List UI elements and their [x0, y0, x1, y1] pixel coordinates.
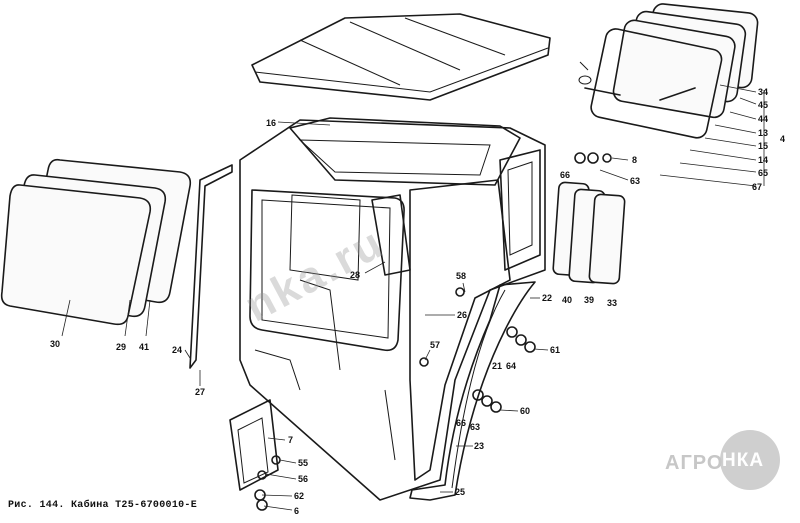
- callout-label: 62: [294, 491, 304, 501]
- door-rubber-seal: [409, 281, 536, 501]
- rear-window-assembly: [578, 3, 759, 139]
- callout-label: 22: [542, 293, 552, 303]
- callout-label: 4: [780, 134, 785, 144]
- callout-label: 33: [607, 298, 617, 308]
- callout-label: 64: [506, 361, 516, 371]
- door-seal-strip: [189, 164, 233, 369]
- callout-label: 30: [50, 339, 60, 349]
- left-door-window: [0, 158, 192, 326]
- callout-label: 15: [758, 141, 768, 151]
- callout-label: 55: [298, 458, 308, 468]
- callout-label: 14: [758, 155, 768, 165]
- roof-panel: [251, 13, 551, 101]
- callout-label: 13: [758, 128, 768, 138]
- callout-label: 63: [630, 176, 640, 186]
- figure-caption: Рис. 144. Кабина Т25-6700010-Е: [8, 500, 198, 511]
- callout-label: 57: [430, 340, 440, 350]
- callout-label: 66: [560, 170, 570, 180]
- callout-label: 45: [758, 100, 768, 110]
- callout-label: 25: [455, 487, 465, 497]
- callout-label: 21: [492, 361, 502, 371]
- leader-lines: [61, 84, 765, 511]
- callout-label: 63: [470, 422, 480, 432]
- callout-label: 28: [350, 270, 360, 280]
- callout-label: 40: [562, 295, 572, 305]
- lower-rear-panel: [229, 399, 279, 491]
- callout-label: 23: [474, 441, 484, 451]
- callout-label: 34: [758, 87, 768, 97]
- callout-labels: 16 34 45 44 13 15 14 65 67 4 8 66 63 28 …: [50, 87, 785, 516]
- callout-label: 24: [172, 345, 182, 355]
- callout-label: 44: [758, 114, 768, 124]
- logo-circle-icon: [720, 430, 780, 490]
- callout-label: 16: [266, 118, 276, 128]
- callout-label: 56: [298, 474, 308, 484]
- callout-label: 58: [456, 271, 466, 281]
- callout-label: 8: [632, 155, 637, 165]
- callout-label: 61: [550, 345, 560, 355]
- callout-label: 29: [116, 342, 126, 352]
- callout-label: 41: [139, 342, 149, 352]
- callout-label: 60: [520, 406, 530, 416]
- side-window-set: [552, 181, 626, 285]
- callout-label: 65: [758, 168, 768, 178]
- callout-label: 67: [752, 182, 762, 192]
- cab-frame: [239, 117, 546, 501]
- logo-text-right: НКА: [722, 450, 765, 471]
- callout-label: 26: [457, 310, 467, 320]
- callout-label: 7: [288, 435, 293, 445]
- logo-text-left: АГРО: [665, 452, 724, 474]
- callout-label: 27: [195, 387, 205, 397]
- brand-logo: АГРО НКА: [665, 430, 790, 494]
- callout-label: 6: [294, 506, 299, 516]
- callout-label: 39: [584, 295, 594, 305]
- callout-label: 66: [456, 418, 466, 428]
